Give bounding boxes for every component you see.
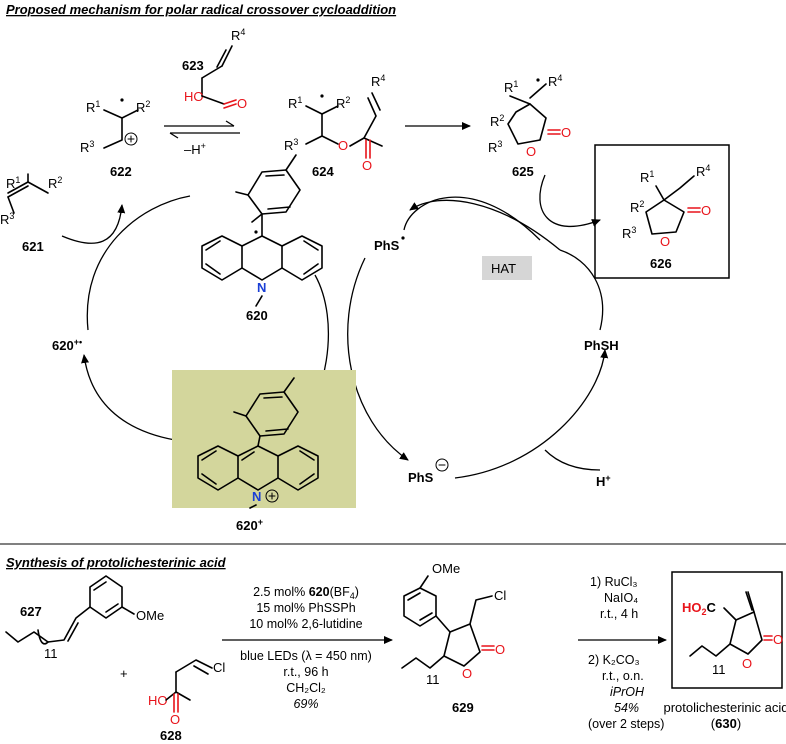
equilibrium-arrows: –H+ — [164, 120, 240, 157]
compound-620: N 620 — [201, 154, 323, 323]
svg-text:r.t., 96 h: r.t., 96 h — [283, 665, 328, 679]
svg-text:R1: R1 — [86, 99, 100, 115]
svg-text:OMe: OMe — [432, 561, 460, 576]
conditions-step2: 1) RuCl₃ NaIO₄ r.t., 4 h 2) K₂CO₃ r.t., … — [578, 575, 667, 731]
svg-text:2.5 mol% 620(BF4): 2.5 mol% 620(BF4) — [253, 585, 359, 601]
svg-text:2) K₂CO₃: 2) K₂CO₃ — [588, 653, 640, 667]
svg-text:O: O — [561, 125, 571, 140]
label-626: 626 — [650, 256, 672, 271]
label-624: 624 — [312, 164, 334, 179]
svg-text:11: 11 — [44, 646, 58, 661]
svg-text:O: O — [701, 203, 711, 218]
svg-text:69%: 69% — [293, 697, 318, 711]
svg-text:R3: R3 — [488, 139, 502, 155]
svg-text:O: O — [660, 234, 670, 249]
svg-text:R3: R3 — [0, 211, 14, 227]
svg-text:r.t., o.n.: r.t., o.n. — [602, 669, 644, 683]
svg-text:HO2C: HO2C — [682, 600, 717, 617]
svg-text:1) RuCl₃: 1) RuCl₃ — [590, 575, 637, 589]
svg-text:R1: R1 — [640, 169, 654, 185]
compound-621: R1 R2 R3 621 — [0, 173, 62, 254]
compound-620-cation-box: N 620+ — [172, 370, 356, 533]
svg-text:R4: R4 — [231, 27, 245, 43]
label-623: 623 — [182, 58, 204, 73]
svg-text:O: O — [362, 158, 372, 173]
phsh: PhSH — [584, 338, 619, 353]
compound-630-box: HO2C O O 11 — [671, 571, 783, 689]
label-628: 628 — [160, 728, 182, 743]
svg-text:blue LEDs (λ = 450 nm): blue LEDs (λ = 450 nm) — [240, 649, 372, 663]
label-625: 625 — [512, 164, 534, 179]
svg-text:R2: R2 — [336, 95, 350, 111]
svg-text:R1: R1 — [6, 175, 20, 191]
svg-text:R1: R1 — [504, 79, 518, 95]
label-630: (630) — [711, 716, 741, 731]
svg-text:O: O — [237, 96, 247, 111]
svg-text:R2: R2 — [490, 113, 504, 129]
compound-624: R1 R2 R3 O O R4 624 — [284, 73, 385, 179]
compound-629: OMe Cl O O 11 629 — [401, 561, 506, 715]
svg-text:R4: R4 — [696, 163, 710, 179]
svg-text:54%: 54% — [614, 701, 639, 715]
svg-text:O: O — [170, 712, 180, 727]
svg-text:10 mol% 2,6-lutidine: 10 mol% 2,6-lutidine — [249, 617, 362, 631]
svg-text:HAT: HAT — [491, 261, 516, 276]
svg-text:iPrOH: iPrOH — [610, 685, 645, 699]
compound-628: Cl HO O 628 — [148, 659, 225, 743]
svg-text:O: O — [773, 632, 783, 647]
svg-text:O: O — [338, 138, 348, 153]
compound-626-box: R4 R1 R2 R3 O O 626 — [594, 144, 730, 279]
label-622: 622 — [110, 164, 132, 179]
svg-text:NaIO₄: NaIO₄ — [604, 591, 638, 605]
svg-text:R4: R4 — [548, 73, 562, 89]
compound-622: R1 R2 R3 622 — [80, 98, 150, 179]
svg-text:Cl: Cl — [213, 660, 225, 675]
svg-text:r.t., 4 h: r.t., 4 h — [600, 607, 638, 621]
label-629: 629 — [452, 700, 474, 715]
compound-627: 627 OMe 11 — [5, 575, 164, 661]
plus-sign: + — [120, 666, 128, 681]
svg-text:R2: R2 — [630, 199, 644, 215]
svg-text:R3: R3 — [622, 225, 636, 241]
svg-text:R3: R3 — [284, 137, 298, 153]
label-620: 620 — [246, 308, 268, 323]
h-plus: H+ — [596, 473, 611, 489]
svg-text:11: 11 — [426, 672, 440, 687]
conditions-step1: 2.5 mol% 620(BF4) 15 mol% PhSSPh 10 mol%… — [222, 585, 393, 711]
svg-text:Cl: Cl — [494, 588, 506, 603]
svg-text:O: O — [742, 656, 752, 671]
phs-radical: PhS — [374, 238, 400, 253]
compound-625: R4 R1 R2 R3 O O 625 — [488, 73, 571, 179]
svg-text:O: O — [495, 642, 505, 657]
svg-text:O: O — [462, 666, 472, 681]
svg-text:(over 2 steps): (over 2 steps) — [588, 717, 664, 731]
svg-text:HO: HO — [148, 693, 168, 708]
svg-text:R1: R1 — [288, 95, 302, 111]
svg-text:O: O — [526, 144, 536, 159]
svg-text:PhS: PhS — [408, 470, 434, 485]
svg-text:N: N — [252, 489, 261, 504]
label-621: 621 — [22, 239, 44, 254]
compound-623: 623 R4 HO O — [182, 27, 247, 111]
svg-text:OMe: OMe — [136, 608, 164, 623]
label-620-radical-cation: 620+• — [52, 337, 82, 353]
synthesis-title: Synthesis of protolichesterinic acid — [6, 555, 227, 570]
phs-anion: PhS — [408, 458, 449, 485]
mechanism-title: Proposed mechanism for polar radical cro… — [6, 2, 396, 17]
svg-text:R4: R4 — [371, 73, 385, 89]
svg-text:HO: HO — [184, 89, 204, 104]
label-630-name: protolichesterinic acid — [663, 700, 786, 715]
label-627: 627 — [20, 604, 42, 619]
label-minus-h: –H+ — [184, 141, 206, 157]
hat-box: HAT — [482, 256, 532, 280]
label-620-cation: 620+ — [236, 517, 263, 533]
svg-text:R2: R2 — [48, 175, 62, 191]
svg-text:R2: R2 — [136, 99, 150, 115]
svg-text:15 mol% PhSSPh: 15 mol% PhSSPh — [256, 601, 355, 615]
svg-text:CH₂Cl₂: CH₂Cl₂ — [286, 681, 326, 695]
svg-text:R3: R3 — [80, 139, 94, 155]
svg-text:N: N — [257, 280, 266, 295]
svg-text:11: 11 — [712, 662, 726, 677]
